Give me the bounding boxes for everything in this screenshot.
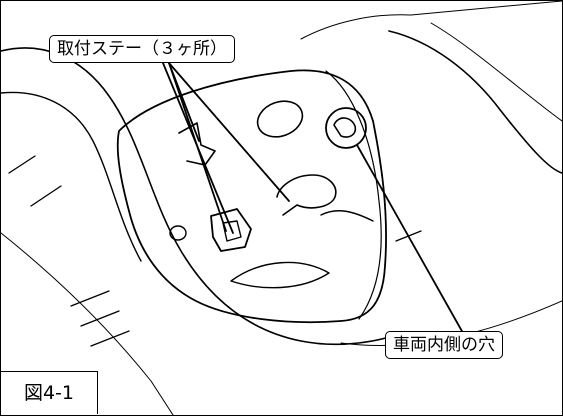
leader-line-hole bbox=[356, 144, 464, 334]
inner-hole-highlight bbox=[325, 107, 367, 149]
body-panel-lower bbox=[388, 30, 562, 174]
lower-panel bbox=[1, 232, 174, 415]
inner-hole-shape bbox=[333, 117, 357, 138]
inner-hole-label: 車両内側の穴 bbox=[385, 331, 503, 359]
plate-hole-large bbox=[256, 100, 304, 138]
stay-tab-left bbox=[178, 122, 216, 166]
fender-outer bbox=[1, 47, 402, 346]
body-panel-upper bbox=[300, 1, 562, 40]
plate-detail-2 bbox=[230, 261, 330, 289]
mounting-stay-label: 取付ステー（３ヶ所） bbox=[49, 35, 235, 63]
bracket-plate-rim bbox=[325, 70, 382, 320]
plate-hole-small bbox=[169, 225, 187, 241]
body-panel-edge bbox=[430, 22, 562, 122]
plate-detail-1 bbox=[320, 210, 374, 222]
fender-inner bbox=[1, 91, 142, 262]
stay-tab-right bbox=[276, 174, 337, 216]
stay-tab-center-inner bbox=[222, 220, 242, 242]
stay-tab-center bbox=[210, 208, 252, 252]
figure-number: 図4-1 bbox=[1, 371, 98, 414]
bracket-plate bbox=[116, 69, 387, 324]
leader-lines-stay bbox=[162, 62, 290, 234]
